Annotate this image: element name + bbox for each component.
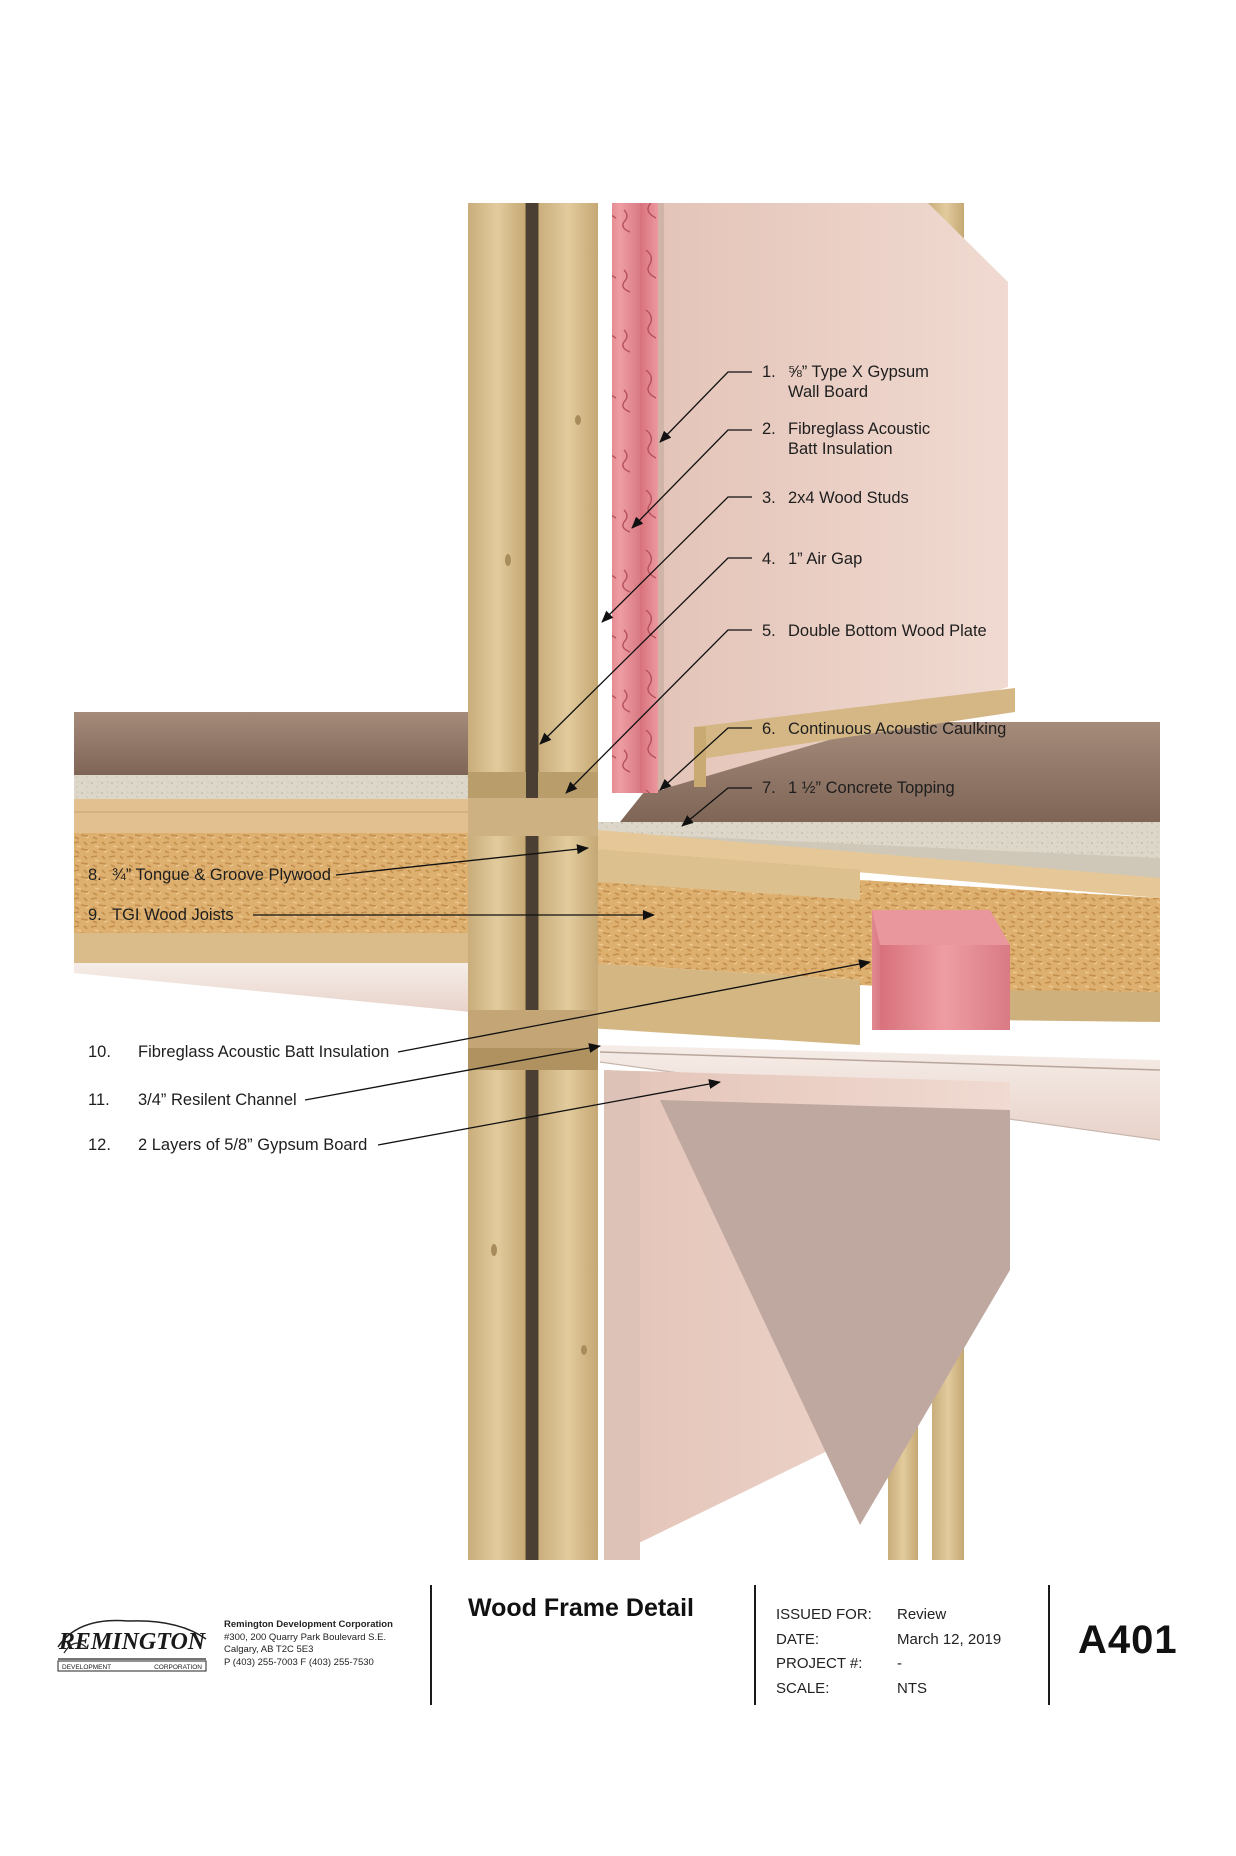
callout-6-number: 6. [762, 720, 776, 738]
company-phone: P (403) 255-7003 F (403) 255-7530 [224, 1656, 374, 1668]
drawing-meta: ISSUED FOR: Review DATE: March 12, 2019 … [776, 1603, 1001, 1701]
callout-1-label-line2: Wall Board [788, 383, 869, 401]
logo-sub-right: CORPORATION [154, 1664, 202, 1671]
callout-4-number: 4. [762, 550, 776, 568]
date-value: March 12, 2019 [897, 1630, 1002, 1648]
callout-6: 6. Continuous Acoustic Caulking [762, 719, 1006, 739]
callout-8-label: ¾” Tongue & Groove Plywood [112, 866, 331, 884]
callout-9: 9. TGI Wood Joists [88, 905, 234, 925]
stud-right-upper [538, 203, 598, 1560]
callout-3: 3. 2x4 Wood Studs [762, 488, 909, 508]
callout-7-number: 7. [762, 779, 776, 797]
plywood-left [74, 799, 540, 833]
upper-wall-insulation [612, 203, 658, 793]
meta-project: PROJECT #: - [776, 1652, 1001, 1677]
callout-8-number: 8. [88, 866, 102, 884]
scale-value: NTS [897, 1679, 927, 1697]
bottom-plate-right-end [694, 727, 706, 787]
callout-11-label: 3/4” Resilent Channel [138, 1091, 297, 1109]
joist-flange-left-bottom [74, 933, 540, 963]
callout-9-label: TGI Wood Joists [112, 906, 234, 924]
callout-7: 7. 1 ½” Concrete Topping [762, 778, 955, 798]
callout-6-label: Continuous Acoustic Caulking [788, 720, 1007, 738]
bottom-plate-left [468, 772, 526, 798]
callout-2: 2. Fibreglass Acoustic Batt Insulation [762, 419, 930, 459]
callout-5-number: 5. [762, 622, 776, 640]
callout-11-number: 11. [88, 1091, 110, 1109]
joist-web-left [74, 833, 540, 933]
lower-wall-gypsum-cut [660, 1100, 1010, 1525]
company-address-2: Calgary, AB T2C 5E3 [224, 1644, 314, 1655]
stud-left-upper [468, 203, 526, 1560]
remington-logo: REMINGTON DEVELOPMENT CORPORATION [57, 1619, 207, 1672]
leader-lines-left [253, 844, 871, 1146]
meta-scale: SCALE: NTS [776, 1677, 1001, 1702]
meta-date: DATE: March 12, 2019 [776, 1628, 1001, 1653]
callout-7-label: 1 ½” Concrete Topping [788, 779, 955, 797]
bottom-plate-right-stud [538, 772, 598, 798]
bottom-plate-right [694, 688, 1015, 760]
callout-12-number: 12. [88, 1136, 111, 1154]
callout-2-label-line2: Batt Insulation [788, 440, 893, 458]
project-value: - [897, 1655, 902, 1672]
scale-label: SCALE: [776, 1679, 830, 1697]
callout-12: 12. 2 Layers of 5/8” Gypsum Board [88, 1135, 367, 1155]
ceiling-gypsum-left [74, 963, 470, 1012]
callout-3-number: 3. [762, 489, 776, 507]
plywood-right [540, 825, 1160, 898]
callout-10-number: 10. [88, 1043, 111, 1061]
company-name: Remington Development Corporation [224, 1619, 393, 1630]
logo-sub-left: DEVELOPMENT [62, 1664, 111, 1671]
title-separator-2 [754, 1585, 756, 1705]
callout-10-label: Fibreglass Acoustic Batt Insulation [138, 1043, 390, 1061]
callout-12-label: 2 Layers of 5/8” Gypsum Board [138, 1136, 368, 1154]
project-label: PROJECT #: [776, 1655, 863, 1672]
company-info: Remington Development Corporation #300, … [224, 1619, 393, 1669]
callout-1-number: 1. [762, 363, 776, 381]
callout-9-number: 9. [88, 906, 102, 924]
logo-wordmark: REMINGTON [58, 1629, 207, 1655]
joist-flange-right-top [540, 845, 860, 900]
callout-3-label: 2x4 Wood Studs [788, 489, 909, 507]
callout-11: 11. 3/4” Resilent Channel [88, 1090, 297, 1110]
company-address-1: #300, 200 Quarry Park Boulevard S.E. [224, 1631, 387, 1643]
callout-10: 10. Fibreglass Acoustic Batt Insulation [88, 1042, 389, 1062]
joist-bay-insulation-top [872, 910, 1010, 945]
callout-5: 5. Double Bottom Wood Plate [762, 621, 987, 641]
joist-far-bottom [980, 990, 1160, 1022]
joist-flange-right-bottom [540, 960, 860, 1045]
callout-1: 1. ⅝” Type X Gypsum Wall Board [762, 362, 929, 402]
drawing-title: Wood Frame Detail [468, 1594, 694, 1622]
callout-2-label: Fibreglass Acoustic [788, 420, 931, 438]
concrete-topping-left [74, 775, 470, 799]
callout-2-number: 2. [762, 420, 776, 438]
callout-4-label: 1” Air Gap [788, 550, 863, 568]
date-label: DATE: [776, 1630, 820, 1648]
sheet-number: A401 [1078, 1618, 1178, 1662]
air-gap [526, 203, 538, 1560]
callout-5-label: Double Bottom Wood Plate [788, 622, 987, 640]
callout-8: 8. ¾” Tongue & Groove Plywood [88, 865, 331, 885]
issued-for-value: Review [897, 1606, 947, 1623]
title-separator-3 [1048, 1585, 1050, 1705]
callout-1-label: ⅝” Type X Gypsum [788, 363, 929, 381]
lower-wall-gypsum-shadow [604, 1070, 640, 1560]
joist-bay-insulation-face [880, 945, 1010, 1030]
meta-issued-for: ISSUED FOR: Review [776, 1603, 1001, 1628]
title-separator-1 [430, 1585, 432, 1705]
callout-4: 4. 1” Air Gap [762, 549, 862, 569]
leader-lines-right [539, 371, 752, 827]
upper-wall-gypsum [660, 203, 1008, 790]
floor-finish-left [74, 712, 470, 775]
issued-for-label: ISSUED FOR: [776, 1606, 872, 1623]
